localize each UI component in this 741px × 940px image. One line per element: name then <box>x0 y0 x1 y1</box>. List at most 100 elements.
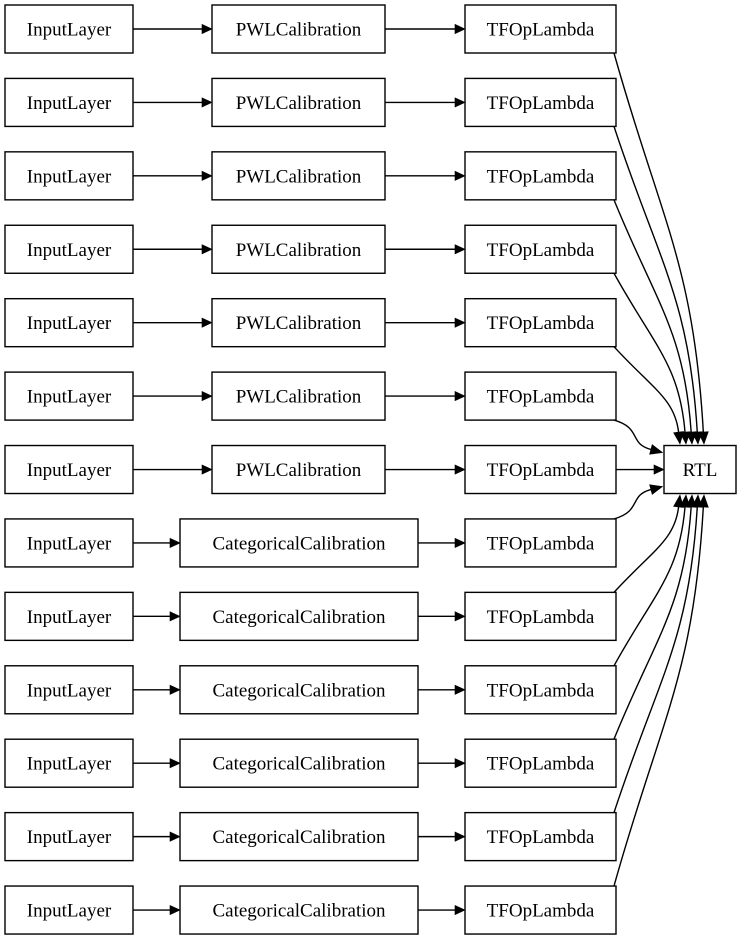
node-input-layer-8-label: InputLayer <box>27 607 112 628</box>
node-tf-op-lambda-3[interactable]: TFOpLambda <box>464 224 617 274</box>
node-tf-op-lambda-3-label: TFOpLambda <box>487 240 595 261</box>
node-input-layer-7-box <box>4 518 134 568</box>
node-input-layer-8-box <box>4 591 134 642</box>
edge-calibration-to-lambda-3 <box>385 244 466 255</box>
edge-lambda-to-rtl-1-line <box>613 126 698 433</box>
node-categorical-calibration-11-box <box>179 811 419 862</box>
node-input-layer-0-label: InputLayer <box>27 20 112 41</box>
edge-input-to-calibration-11-arrowhead <box>169 831 181 842</box>
node-pwl-calibration-1-label: PWLCalibration <box>236 93 362 114</box>
node-input-layer-6-label: InputLayer <box>27 460 112 481</box>
node-tf-op-lambda-6-box <box>464 444 617 495</box>
edge-input-to-calibration-5 <box>133 391 213 402</box>
node-input-layer-8[interactable]: InputLayer <box>4 591 134 642</box>
node-pwl-calibration-5[interactable]: PWLCalibration <box>211 371 386 421</box>
node-pwl-calibration-4[interactable]: PWLCalibration <box>211 297 386 348</box>
node-pwl-calibration-3[interactable]: PWLCalibration <box>211 224 386 274</box>
node-input-layer-5[interactable]: InputLayer <box>4 371 134 421</box>
edge-lambda-to-rtl-0 <box>613 52 709 445</box>
node-tf-op-lambda-3-box <box>464 224 617 274</box>
edge-lambda-to-rtl-7-line <box>613 488 652 520</box>
node-tf-op-lambda-10[interactable]: TFOpLambda <box>464 738 617 788</box>
node-input-layer-3-label: InputLayer <box>27 240 112 261</box>
edge-calibration-to-lambda-3-arrowhead <box>454 244 466 255</box>
node-categorical-calibration-11[interactable]: CategoricalCalibration <box>179 811 419 862</box>
node-tf-op-lambda-0-box <box>464 4 617 54</box>
edge-calibration-to-lambda-6-arrowhead <box>454 464 466 475</box>
node-categorical-calibration-9[interactable]: CategoricalCalibration <box>179 665 419 715</box>
node-tf-op-lambda-2-box <box>464 151 617 201</box>
node-input-layer-2-box <box>4 151 134 201</box>
node-input-layer-11-label: InputLayer <box>27 827 112 848</box>
node-input-layer-12[interactable]: InputLayer <box>4 885 134 935</box>
node-tf-op-lambda-2[interactable]: TFOpLambda <box>464 151 617 201</box>
node-input-layer-3[interactable]: InputLayer <box>4 224 134 274</box>
edge-calibration-to-lambda-10 <box>418 758 466 769</box>
node-input-layer-0[interactable]: InputLayer <box>4 4 134 54</box>
edge-input-to-calibration-12 <box>133 904 181 916</box>
node-categorical-calibration-8[interactable]: CategoricalCalibration <box>179 591 419 642</box>
edge-calibration-to-lambda-1 <box>385 97 466 108</box>
node-tf-op-lambda-12-box <box>464 885 617 935</box>
node-input-layer-7-label: InputLayer <box>27 533 112 554</box>
node-rtl-box <box>663 444 737 495</box>
node-input-layer-6[interactable]: InputLayer <box>4 444 134 495</box>
node-rtl[interactable]: RTL <box>663 444 737 495</box>
node-input-layer-7[interactable]: InputLayer <box>4 518 134 568</box>
node-input-layer-4-label: InputLayer <box>27 313 112 334</box>
node-pwl-calibration-0[interactable]: PWLCalibration <box>211 4 386 54</box>
edge-calibration-to-lambda-1-arrowhead <box>454 97 466 108</box>
edge-input-to-calibration-6-arrowhead <box>201 464 213 475</box>
node-input-layer-4[interactable]: InputLayer <box>4 297 134 348</box>
node-tf-op-lambda-5[interactable]: TFOpLambda <box>464 371 617 421</box>
node-input-layer-3-box <box>4 224 134 274</box>
edge-calibration-to-lambda-8 <box>418 611 466 622</box>
node-pwl-calibration-3-box <box>211 224 386 274</box>
edge-lambda-to-rtl-5-line <box>613 419 652 451</box>
node-tf-op-lambda-12[interactable]: TFOpLambda <box>464 885 617 935</box>
edge-lambda-to-rtl-4-arrowhead <box>673 431 684 445</box>
node-tf-op-lambda-7[interactable]: TFOpLambda <box>464 518 617 568</box>
edge-calibration-to-lambda-12-arrowhead <box>454 904 466 916</box>
node-input-layer-10-label: InputLayer <box>27 754 112 775</box>
node-input-layer-10[interactable]: InputLayer <box>4 738 134 788</box>
node-tf-op-lambda-8[interactable]: TFOpLambda <box>464 591 617 642</box>
node-categorical-calibration-10-label: CategoricalCalibration <box>212 754 386 775</box>
edge-calibration-to-lambda-9 <box>418 684 466 695</box>
node-tf-op-lambda-9[interactable]: TFOpLambda <box>464 665 617 715</box>
node-tf-op-lambda-7-box <box>464 518 617 568</box>
node-input-layer-1-box <box>4 77 134 128</box>
node-tf-op-lambda-11[interactable]: TFOpLambda <box>464 811 617 862</box>
node-categorical-calibration-7-label: CategoricalCalibration <box>212 533 386 554</box>
node-pwl-calibration-2[interactable]: PWLCalibration <box>211 151 386 201</box>
node-tf-op-lambda-4[interactable]: TFOpLambda <box>464 297 617 348</box>
node-pwl-calibration-6[interactable]: PWLCalibration <box>211 444 386 495</box>
node-categorical-calibration-7[interactable]: CategoricalCalibration <box>179 518 419 568</box>
node-input-layer-2[interactable]: InputLayer <box>4 151 134 201</box>
edge-input-to-calibration-0 <box>133 23 213 35</box>
node-input-layer-9[interactable]: InputLayer <box>4 665 134 715</box>
node-tf-op-lambda-10-box <box>464 738 617 788</box>
node-tf-op-lambda-0-label: TFOpLambda <box>487 20 595 41</box>
edge-lambda-to-rtl-0-line <box>613 52 705 433</box>
node-tf-op-lambda-0[interactable]: TFOpLambda <box>464 4 617 54</box>
node-pwl-calibration-3-label: PWLCalibration <box>236 240 362 261</box>
edge-lambda-to-rtl-11 <box>613 494 703 813</box>
node-tf-op-lambda-6[interactable]: TFOpLambda <box>464 444 617 495</box>
node-categorical-calibration-9-box <box>179 665 419 715</box>
node-categorical-calibration-12[interactable]: CategoricalCalibration <box>179 885 419 935</box>
edge-lambda-to-rtl-7 <box>613 484 664 520</box>
node-input-layer-11[interactable]: InputLayer <box>4 811 134 862</box>
node-categorical-calibration-10[interactable]: CategoricalCalibration <box>179 738 419 788</box>
node-input-layer-12-box <box>4 885 134 935</box>
node-rtl-label: RTL <box>683 460 718 481</box>
node-pwl-calibration-2-box <box>211 151 386 201</box>
node-categorical-calibration-12-label: CategoricalCalibration <box>212 901 386 922</box>
edge-lambda-to-rtl-5 <box>613 419 664 455</box>
node-pwl-calibration-1[interactable]: PWLCalibration <box>211 77 386 128</box>
edge-calibration-to-lambda-11 <box>418 831 466 842</box>
edge-calibration-to-lambda-8-arrowhead <box>454 611 466 622</box>
node-tf-op-lambda-1[interactable]: TFOpLambda <box>464 77 617 128</box>
node-input-layer-1[interactable]: InputLayer <box>4 77 134 128</box>
